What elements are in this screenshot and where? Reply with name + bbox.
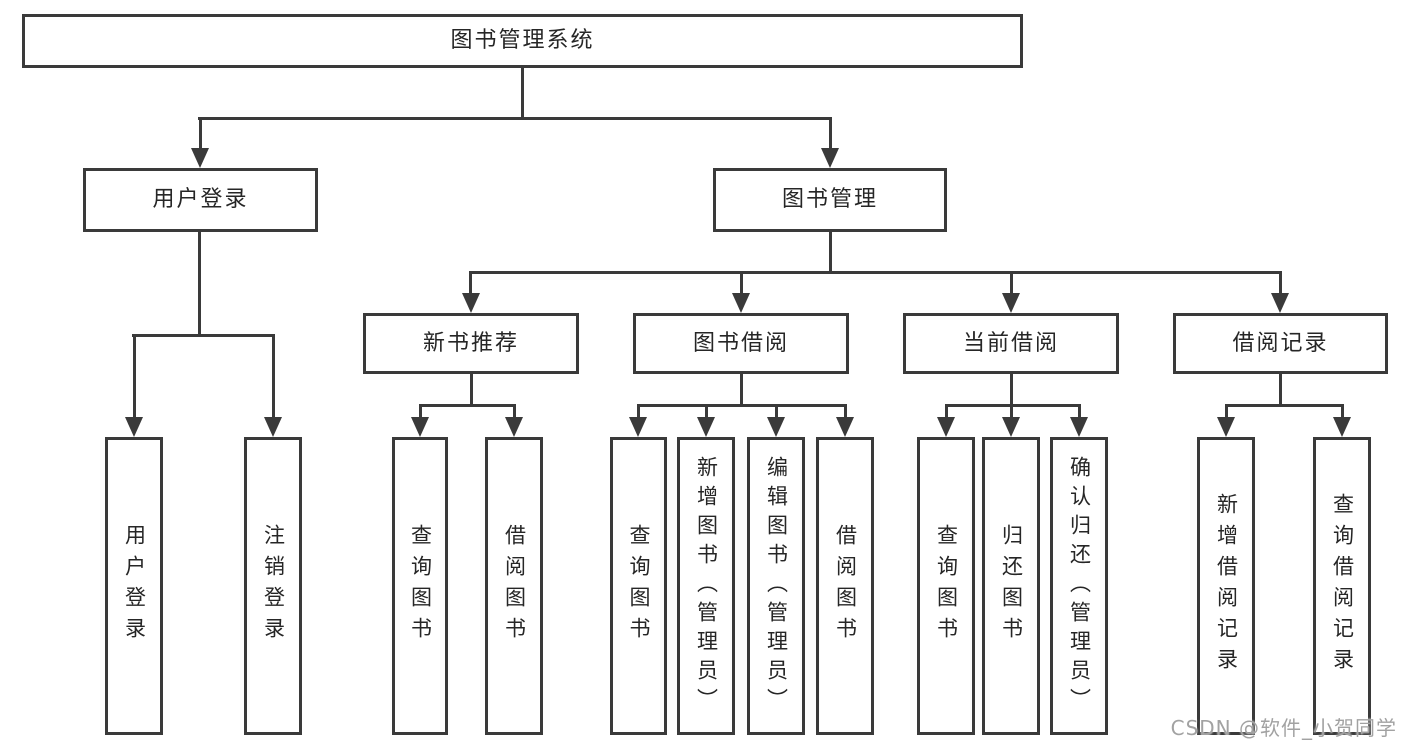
node-leaf-user-login: 用户登录	[105, 437, 163, 735]
connector-line	[419, 404, 516, 407]
connector-line	[470, 374, 473, 407]
node-borrowing-records: 借阅记录	[1173, 313, 1388, 374]
node-leaf-edit-books-admin: 编辑图书（管理员）	[747, 437, 805, 735]
arrowhead-down-icon	[411, 417, 429, 437]
node-user-login: 用户登录	[83, 168, 318, 232]
connector-line	[1010, 374, 1013, 407]
arrowhead-down-icon	[821, 148, 839, 168]
connector-line	[1078, 404, 1081, 419]
node-leaf-query-books-3: 查询图书	[917, 437, 975, 735]
connector-line	[637, 404, 846, 407]
node-leaf-return-books: 归还图书	[982, 437, 1040, 735]
connector-line	[945, 404, 948, 419]
connector-line	[945, 404, 1081, 407]
arrowhead-down-icon	[767, 417, 785, 437]
connector-line	[705, 404, 708, 419]
watermark-text: CSDN @软件_小贺同学	[1170, 716, 1397, 740]
arrowhead-down-icon	[1271, 293, 1289, 313]
connector-line	[133, 334, 136, 419]
connector-line	[1341, 404, 1344, 419]
node-book-management: 图书管理	[713, 168, 947, 232]
node-current-borrowing: 当前借阅	[903, 313, 1119, 374]
node-leaf-borrow-books-1: 借阅图书	[485, 437, 543, 735]
connector-line	[1279, 271, 1282, 295]
arrowhead-down-icon	[732, 293, 750, 313]
arrowhead-down-icon	[462, 293, 480, 313]
connector-line	[198, 117, 832, 120]
arrowhead-down-icon	[1217, 417, 1235, 437]
node-leaf-borrow-books-2: 借阅图书	[816, 437, 874, 735]
arrowhead-down-icon	[505, 417, 523, 437]
arrowhead-down-icon	[836, 417, 854, 437]
connector-line	[844, 404, 847, 419]
connector-line	[521, 68, 524, 118]
connector-line	[1225, 404, 1228, 419]
arrowhead-down-icon	[1002, 417, 1020, 437]
arrowhead-down-icon	[1002, 293, 1020, 313]
connector-line	[198, 232, 201, 337]
connector-line	[1010, 271, 1013, 295]
node-leaf-add-books-admin: 新增图书（管理员）	[677, 437, 735, 735]
node-library-management-system: 图书管理系统	[22, 14, 1023, 68]
connector-line	[829, 117, 832, 152]
connector-line	[419, 404, 422, 419]
connector-line	[132, 334, 275, 337]
node-leaf-query-books-2: 查询图书	[610, 437, 667, 735]
connector-line	[199, 117, 202, 152]
node-leaf-logout: 注销登录	[244, 437, 302, 735]
connector-line	[469, 271, 472, 295]
connector-line	[272, 334, 275, 419]
node-leaf-add-borrow-record: 新增借阅记录	[1197, 437, 1255, 735]
arrowhead-down-icon	[125, 417, 143, 437]
arrowhead-down-icon	[629, 417, 647, 437]
node-leaf-query-books-1: 查询图书	[392, 437, 448, 735]
arrowhead-down-icon	[937, 417, 955, 437]
arrowhead-down-icon	[697, 417, 715, 437]
node-new-book-recommendation: 新书推荐	[363, 313, 579, 374]
arrowhead-down-icon	[191, 148, 209, 168]
node-book-borrowing: 图书借阅	[633, 313, 849, 374]
node-leaf-query-borrow-record: 查询借阅记录	[1313, 437, 1371, 735]
connector-line	[637, 404, 640, 419]
connector-line	[1010, 404, 1013, 419]
connector-line	[513, 404, 516, 419]
arrowhead-down-icon	[1070, 417, 1088, 437]
arrowhead-down-icon	[264, 417, 282, 437]
connector-line	[469, 271, 1282, 274]
connector-line	[1225, 404, 1344, 407]
connector-line	[829, 232, 832, 274]
node-leaf-confirm-return-admin: 确认归还（管理员）	[1050, 437, 1108, 735]
connector-line	[1279, 374, 1282, 407]
connector-line	[775, 404, 778, 419]
connector-line	[740, 374, 743, 407]
connector-line	[740, 271, 743, 295]
arrowhead-down-icon	[1333, 417, 1351, 437]
